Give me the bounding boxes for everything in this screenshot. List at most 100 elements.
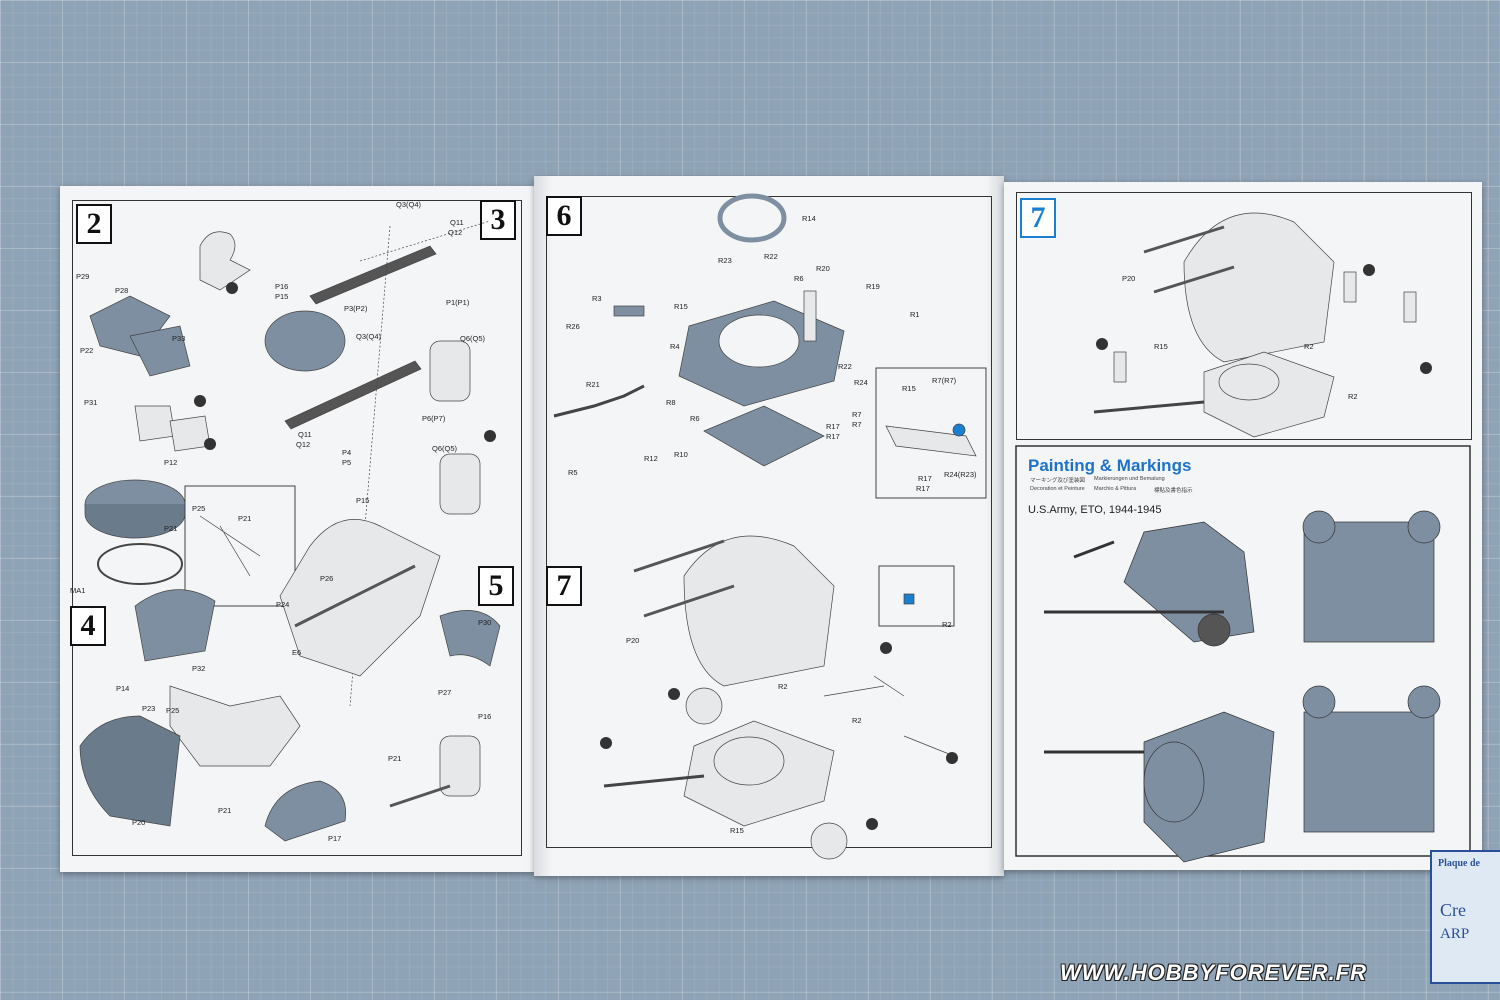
instruction-page-left: 2 3 4 5 (60, 186, 534, 872)
part-label: R17 (826, 432, 840, 441)
part-label: P5 (342, 458, 352, 467)
part-label: P6(P7) (422, 414, 446, 423)
painting-subtitle: Marchio & Pittura (1094, 486, 1137, 492)
part-label: P26 (320, 574, 334, 583)
painting-subtitle: Decoration et Peinture (1030, 486, 1085, 492)
part-label: Q3(Q4) (396, 200, 422, 209)
part-label: R4 (670, 342, 680, 351)
part-label: R15 (1154, 342, 1168, 351)
part-label: P14 (116, 684, 130, 693)
part-label: R8 (666, 398, 676, 407)
step-number-6: 6 (546, 196, 582, 236)
part-label: P12 (164, 458, 178, 467)
step-frame-2-3 (72, 200, 522, 856)
part-label: R2 (942, 620, 952, 629)
part-label: P16 (478, 712, 492, 721)
middle-page-diagrams (553, 193, 987, 860)
part-label: R24 (854, 378, 868, 387)
part-label: R7(R7) (932, 376, 957, 385)
part-label: P21 (218, 806, 232, 815)
part-label: E6 (292, 648, 302, 657)
part-label: R3 (592, 294, 602, 303)
watermark: WWW.HOBBYFOREVER.FR (1060, 960, 1368, 985)
part-label: P20 (1122, 274, 1136, 283)
part-label: MA1 (70, 586, 86, 595)
step-number-5: 5 (478, 566, 514, 606)
part-label: Q6(Q5) (432, 444, 458, 453)
part-label: P25 (192, 504, 206, 513)
part-label: P23 (142, 704, 156, 713)
part-label: R2 (852, 716, 862, 725)
part-label: R10 (674, 450, 688, 459)
part-label: P24 (276, 600, 290, 609)
marking-scheme-label: U.S.Army, ETO, 1944-1945 (1028, 504, 1162, 516)
part-label: R7 (852, 420, 862, 429)
part-label: R17 (918, 474, 932, 483)
part-label: Q12 (448, 228, 463, 237)
part-label: R12 (644, 454, 658, 463)
part-label: R17 (826, 422, 840, 431)
part-label: P4 (342, 448, 352, 457)
instruction-page-middle: 6 7 (534, 176, 1004, 876)
part-label: R19 (866, 282, 880, 291)
painting-subtitle: 標貼及書色指示 (1154, 488, 1193, 494)
part-label: R5 (568, 468, 578, 477)
part-label: P27 (438, 688, 452, 697)
part-label: R2 (1304, 342, 1314, 351)
step-number-3: 3 (480, 200, 516, 240)
part-label: R2 (1348, 392, 1358, 401)
part-label: R26 (566, 322, 580, 331)
tag-text: Plaque de (1438, 858, 1480, 869)
step-frame-7 (1016, 192, 1472, 440)
part-label: R15 (730, 826, 744, 835)
part-label: Q12 (296, 440, 311, 449)
tag-text: Cre (1440, 900, 1466, 920)
part-label: R22 (764, 252, 778, 261)
step-number-2: 2 (76, 204, 112, 244)
part-label: P32 (192, 664, 206, 673)
part-label: P30 (478, 618, 492, 627)
left-page-diagrams (79, 220, 501, 842)
part-label: Q3(Q4) (356, 332, 382, 341)
part-label: R21 (586, 380, 600, 389)
part-label: P22 (80, 346, 94, 355)
part-label: R17 (916, 484, 930, 493)
part-label: P15 (275, 292, 289, 301)
part-label: P25 (166, 706, 180, 715)
right-page-diagrams (1015, 212, 1471, 863)
instruction-page-right: 7 (1004, 182, 1482, 870)
part-label: P33 (172, 334, 186, 343)
part-label: P29 (76, 272, 90, 281)
part-label: P28 (115, 286, 129, 295)
painting-subtitle: マーキング及び塗装図 (1030, 478, 1085, 484)
part-label: Q11 (298, 430, 312, 439)
part-label: R15 (674, 302, 688, 311)
tag-text: ARP (1440, 926, 1470, 942)
step-number-7: 7 (546, 566, 582, 606)
part-label: R15 (902, 384, 916, 393)
part-label: R7 (852, 410, 862, 419)
part-label: R6 (690, 414, 700, 423)
part-label: P20 (132, 818, 146, 827)
part-label: P1(P1) (446, 298, 470, 307)
painting-markings-title: Painting & Markings (1028, 456, 1192, 475)
part-label: R24(R23) (944, 470, 977, 479)
part-label: Q6(Q5) (460, 334, 486, 343)
part-label: P17 (328, 834, 342, 843)
part-label: R6 (794, 274, 804, 283)
part-label: P31 (84, 398, 98, 407)
step-frame-6-7 (546, 196, 992, 848)
part-label: R23 (718, 256, 732, 265)
plaque-tag: Plaque de Cre ARP (1430, 850, 1500, 984)
part-label: R2 (778, 682, 788, 691)
part-label: P3(P2) (344, 304, 368, 313)
part-label: R22 (838, 362, 852, 371)
part-label: P20 (626, 636, 640, 645)
part-label: P21 (164, 524, 178, 533)
part-label: P21 (238, 514, 252, 523)
part-label: P21 (388, 754, 402, 763)
step-number-7-blue: 7 (1020, 198, 1056, 238)
part-label: P15 (356, 496, 370, 505)
part-label: R1 (910, 310, 920, 319)
part-label: Q11 (450, 218, 464, 227)
